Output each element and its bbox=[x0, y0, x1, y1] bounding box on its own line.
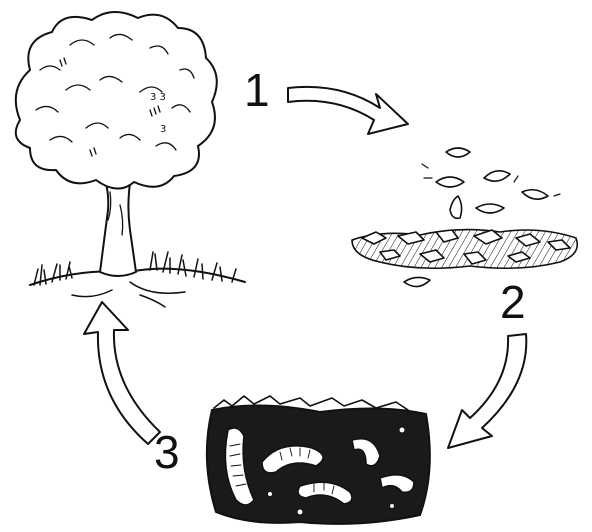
arrow-1-icon bbox=[288, 87, 408, 134]
arrow-3-icon bbox=[84, 302, 160, 444]
arrow-2-icon bbox=[448, 334, 526, 448]
svg-text:3: 3 bbox=[160, 124, 166, 135]
svg-text:3 3: 3 3 bbox=[150, 92, 166, 103]
step-number-1: 1 bbox=[244, 64, 270, 116]
earthworms-in-soil-icon bbox=[207, 396, 430, 524]
step-number-2: 2 bbox=[500, 276, 526, 328]
falling-leaves-icon bbox=[352, 148, 577, 287]
step-number-3: 3 bbox=[154, 426, 180, 478]
tree-icon: 3 3 3 bbox=[16, 12, 245, 307]
